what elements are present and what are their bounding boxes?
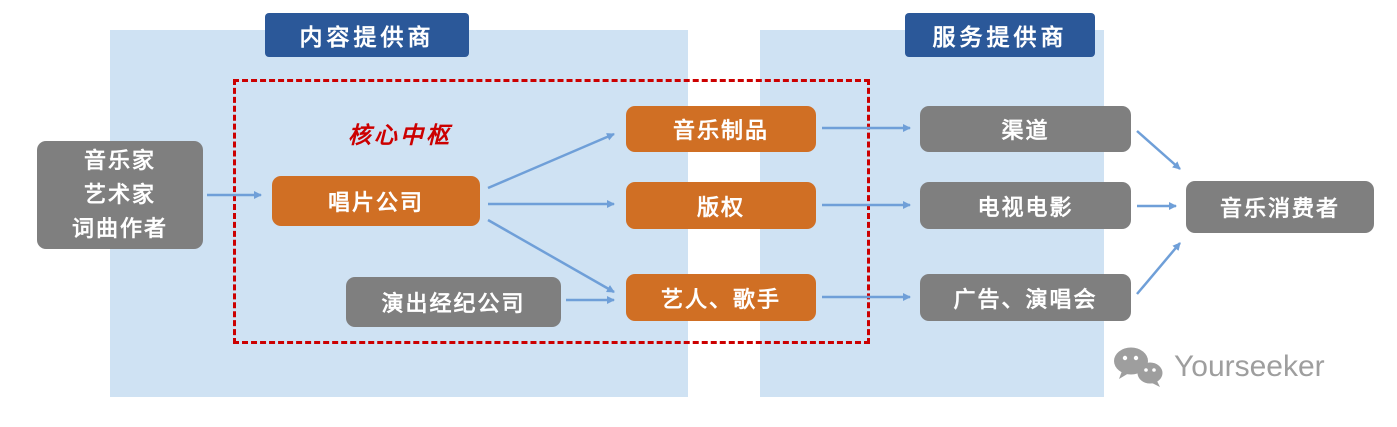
creators-line-1: 音乐家 — [83, 148, 156, 173]
content-provider-label: 内容提供商 — [299, 24, 435, 50]
creators-line-2: 艺术家 — [83, 182, 156, 207]
node-channels: 渠道 — [920, 106, 1131, 152]
wechat-icon — [1114, 347, 1163, 387]
core-hub-label: 核心中枢 — [348, 122, 452, 148]
node-music-products: 音乐制品 — [626, 106, 816, 152]
node-tv-film: 电视电影 — [920, 182, 1131, 229]
service-provider-header: 服务提供商 — [905, 13, 1095, 57]
core-hub-dashed-frame — [233, 79, 870, 344]
node-copyright: 版权 — [626, 182, 816, 229]
node-music-consumers: 音乐消费者 — [1186, 181, 1374, 233]
watermark: Yourseeker — [1112, 346, 1325, 388]
node-performance-agency: 演出经纪公司 — [346, 277, 561, 327]
watermark-brand-text: Yourseeker — [1174, 350, 1325, 383]
content-provider-header: 内容提供商 — [265, 13, 469, 57]
node-record-company: 唱片公司 — [272, 176, 480, 226]
arrow-ads-concerts-to-consumers — [1136, 242, 1181, 295]
service-provider-label: 服务提供商 — [932, 24, 1068, 50]
node-ads-concerts: 广告、演唱会 — [920, 274, 1131, 321]
creators-line-3: 词曲作者 — [71, 216, 168, 241]
arrow-channels-to-consumers — [1136, 130, 1181, 170]
node-creators: 音乐家 艺术家 词曲作者 — [37, 141, 203, 249]
node-artists-singers: 艺人、歌手 — [626, 274, 816, 321]
